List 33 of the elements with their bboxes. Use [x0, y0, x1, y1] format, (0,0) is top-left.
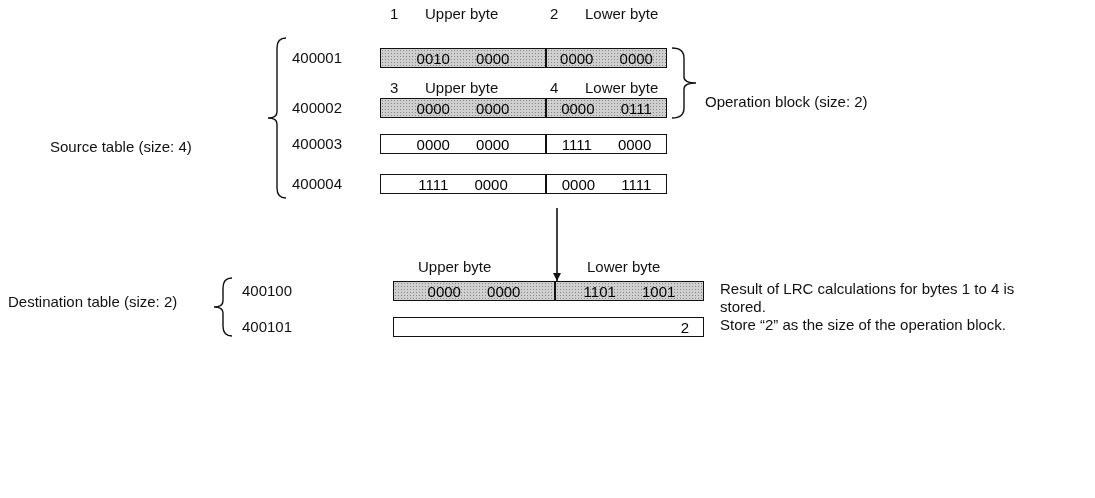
column-header: Upper byte	[425, 5, 499, 23]
byte-number: 4	[550, 79, 559, 97]
column-header: Lower byte	[585, 5, 659, 23]
register-byte-cell: 0000 0000	[380, 98, 546, 118]
column-header: Lower byte	[585, 79, 659, 97]
note-text: Store “2” as the size of the operation block.	[720, 316, 1007, 334]
brace-label: Source table (size: 4)	[50, 138, 192, 156]
register-address: 400100	[242, 282, 293, 300]
byte-number: 3	[390, 79, 399, 97]
column-header: Upper byte	[425, 79, 499, 97]
register-address: 400001	[292, 49, 343, 67]
register-byte-cell: 0010 0000	[380, 48, 546, 68]
byte-number: 1	[390, 5, 399, 23]
brace-label: Destination table (size: 2)	[8, 293, 178, 311]
register-byte-cell: 0000 0000	[380, 134, 546, 154]
register-byte-cell: 1111 0000	[380, 174, 546, 194]
register-address: 400002	[292, 99, 343, 117]
register-byte-cell: 0000 0000	[546, 48, 667, 68]
register-byte-cell: 1101 1001	[555, 281, 704, 301]
register-byte-cell: 0000 1111	[546, 174, 667, 194]
register-address: 400003	[292, 135, 343, 153]
register-address: 400101	[242, 318, 293, 336]
column-header: Upper byte	[418, 258, 492, 276]
register-byte-cell: 0000 0000	[393, 281, 555, 301]
register-byte-cell: 1111 0000	[546, 134, 667, 154]
note-text: Result of LRC calculations for bytes 1 to 4 is stored.	[720, 280, 1016, 316]
register-byte-cell: 2	[393, 317, 704, 337]
arrow	[553, 207, 561, 282]
brace-label: Operation block (size: 2)	[705, 93, 868, 111]
register-address: 400004	[292, 175, 343, 193]
register-byte-cell: 0000 0111	[546, 98, 667, 118]
byte-number: 2	[550, 5, 559, 23]
column-header: Lower byte	[587, 258, 661, 276]
